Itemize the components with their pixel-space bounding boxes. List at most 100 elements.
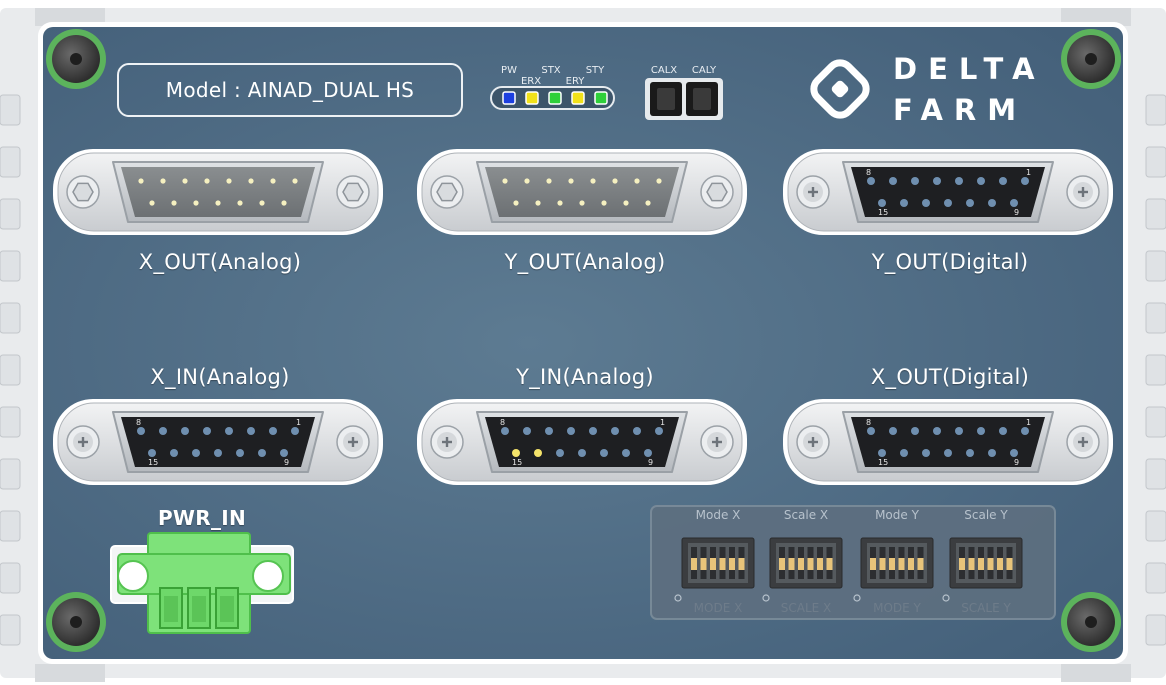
label-pwr-in: PWR_IN [157, 506, 247, 530]
pin [237, 200, 243, 206]
side-fin [1145, 94, 1166, 126]
dip-switch-scale-y[interactable] [942, 537, 1023, 602]
pin [966, 449, 974, 457]
switch-label-scale-y: Scale Y [964, 508, 1008, 522]
pin [204, 178, 210, 184]
led-label-stx: STX [541, 65, 561, 76]
side-fin [0, 406, 21, 438]
plus-screw-icon [796, 425, 830, 459]
switch-label-scale-x: Scale X [783, 508, 829, 522]
pin [534, 449, 542, 457]
pin [955, 177, 963, 185]
label-x-in-analog: X_IN(Analog) [150, 365, 290, 389]
delta-farm-logo-icon [810, 59, 870, 119]
x-out-analog-connector [53, 149, 383, 235]
pin-number-label: 1 [660, 418, 666, 427]
pin [524, 178, 530, 184]
pin-number-label: 15 [878, 458, 889, 467]
pin [258, 449, 266, 457]
dip-switch-mode-x[interactable] [674, 537, 755, 602]
pin [867, 177, 875, 185]
pin [911, 427, 919, 435]
calx-button[interactable] [657, 88, 675, 110]
side-fin [0, 302, 21, 334]
pin [203, 427, 211, 435]
pin [645, 200, 651, 206]
side-fin [1145, 406, 1166, 438]
pin [644, 449, 652, 457]
pin [944, 449, 952, 457]
pin [193, 200, 199, 206]
led-erx [525, 91, 539, 105]
dip-switch-scale-x[interactable] [762, 537, 843, 602]
pin [1010, 199, 1018, 207]
pin [900, 199, 908, 207]
label-y-out-analog: Y_OUT(Analog) [504, 250, 666, 274]
hex-screw-icon [336, 175, 370, 209]
plus-screw-icon [1066, 175, 1100, 209]
pin [623, 200, 629, 206]
pin [568, 178, 574, 184]
caly-button[interactable] [693, 88, 711, 110]
model-label: Model : AINAD_DUAL HS [165, 78, 415, 102]
side-fin [1145, 614, 1166, 646]
y-out-digital-connector [783, 149, 1113, 235]
side-fin [1145, 302, 1166, 334]
led-stx [548, 91, 562, 105]
pin [1021, 177, 1029, 185]
plus-screw-icon [336, 425, 370, 459]
switch-bottom-scale-y: SCALE Y [961, 601, 1011, 615]
cal-label-y: CALY [691, 65, 717, 76]
pin-number-label: 9 [1014, 208, 1020, 217]
led-sty [594, 91, 608, 105]
label-x-out-analog: X_OUT(Analog) [138, 250, 302, 274]
pin [988, 449, 996, 457]
plus-screw-icon [796, 175, 830, 209]
pin [977, 177, 985, 185]
pin [160, 178, 166, 184]
pin [590, 178, 596, 184]
pin-number-label: 15 [148, 458, 159, 467]
pin [878, 449, 886, 457]
hex-screw-icon [430, 175, 464, 209]
pin [889, 177, 897, 185]
plus-screw-icon [66, 425, 100, 459]
pin [236, 449, 244, 457]
led-ery [571, 91, 585, 105]
switch-label-mode-y: Mode Y [875, 508, 919, 522]
pin [966, 199, 974, 207]
side-fin [1145, 198, 1166, 230]
pin [501, 427, 509, 435]
side-fin [0, 250, 21, 282]
pin [634, 178, 640, 184]
x-in-analog-connector [53, 399, 383, 485]
pin [291, 427, 299, 435]
pin [214, 449, 222, 457]
dip-switch-panel [650, 505, 1056, 620]
pin [557, 200, 563, 206]
pin [171, 200, 177, 206]
dip-switch-mode-y[interactable] [853, 537, 934, 602]
pin-number-label: 9 [1014, 458, 1020, 467]
led-label-sty: STY [585, 65, 605, 76]
pin [1021, 427, 1029, 435]
model-label-box: Model : AINAD_DUAL HS [117, 63, 463, 117]
pin [225, 427, 233, 435]
x-out-digital-connector [783, 399, 1113, 485]
hex-screw-icon [66, 175, 100, 209]
pin [988, 199, 996, 207]
pin [579, 200, 585, 206]
pin [556, 449, 564, 457]
pin [601, 200, 607, 206]
pin [513, 200, 519, 206]
cal-buttons [645, 78, 723, 120]
pin [999, 427, 1007, 435]
side-fin [1145, 354, 1166, 386]
led-pw [502, 91, 516, 105]
label-y-out-digital: Y_OUT(Digital) [871, 250, 1029, 274]
pin [933, 177, 941, 185]
pin [192, 449, 200, 457]
hex-screw-icon [700, 175, 734, 209]
corner-screw-top-left [46, 29, 106, 89]
switch-label-mode-x: Mode X [695, 508, 741, 522]
